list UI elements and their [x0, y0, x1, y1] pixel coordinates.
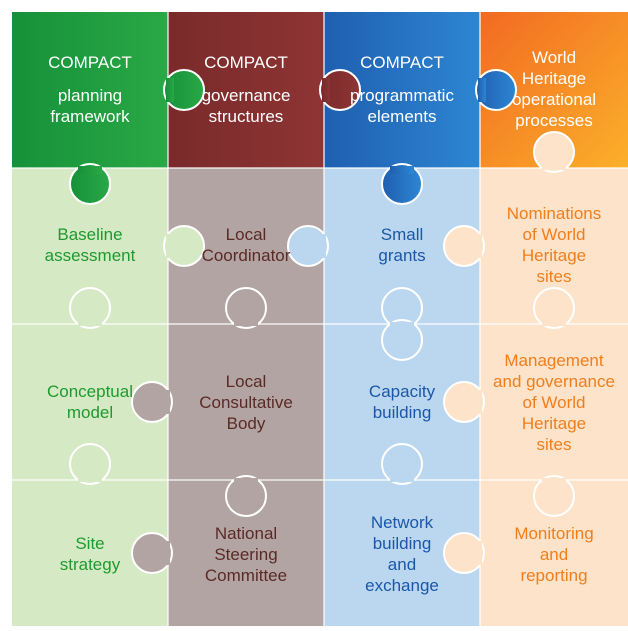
puzzle-knob-neck: [318, 234, 326, 258]
puzzle-knob-neck: [474, 541, 482, 565]
puzzle-knob-neck: [542, 162, 566, 170]
puzzle-knob-neck: [390, 474, 414, 482]
puzzle-knob-neck: [162, 541, 170, 565]
header-title: COMPACT: [204, 52, 288, 72]
puzzle-knob-neck: [234, 318, 258, 326]
puzzle-piece: [480, 324, 628, 480]
puzzle-knob-neck: [474, 390, 482, 414]
puzzle-knob-neck: [542, 478, 566, 486]
puzzle-knob-neck: [390, 322, 414, 330]
puzzle-knob-neck: [478, 78, 486, 102]
puzzle-knob-neck: [166, 78, 174, 102]
header-title: COMPACT: [48, 52, 132, 72]
puzzle-knob-neck: [78, 166, 102, 174]
puzzle-knob-neck: [78, 474, 102, 482]
puzzle-knob-neck: [234, 478, 258, 486]
puzzle-piece: [12, 12, 168, 168]
puzzle-knob-neck: [78, 318, 102, 326]
puzzle-knob-neck: [322, 78, 330, 102]
puzzle-piece: [168, 324, 324, 480]
header-title: COMPACT: [360, 52, 444, 72]
puzzle-knob-neck: [162, 390, 170, 414]
puzzle-knob-neck: [474, 234, 482, 258]
puzzle-knob-neck: [390, 166, 414, 174]
puzzle-knob-neck: [542, 318, 566, 326]
puzzle-knob-neck: [166, 234, 174, 258]
